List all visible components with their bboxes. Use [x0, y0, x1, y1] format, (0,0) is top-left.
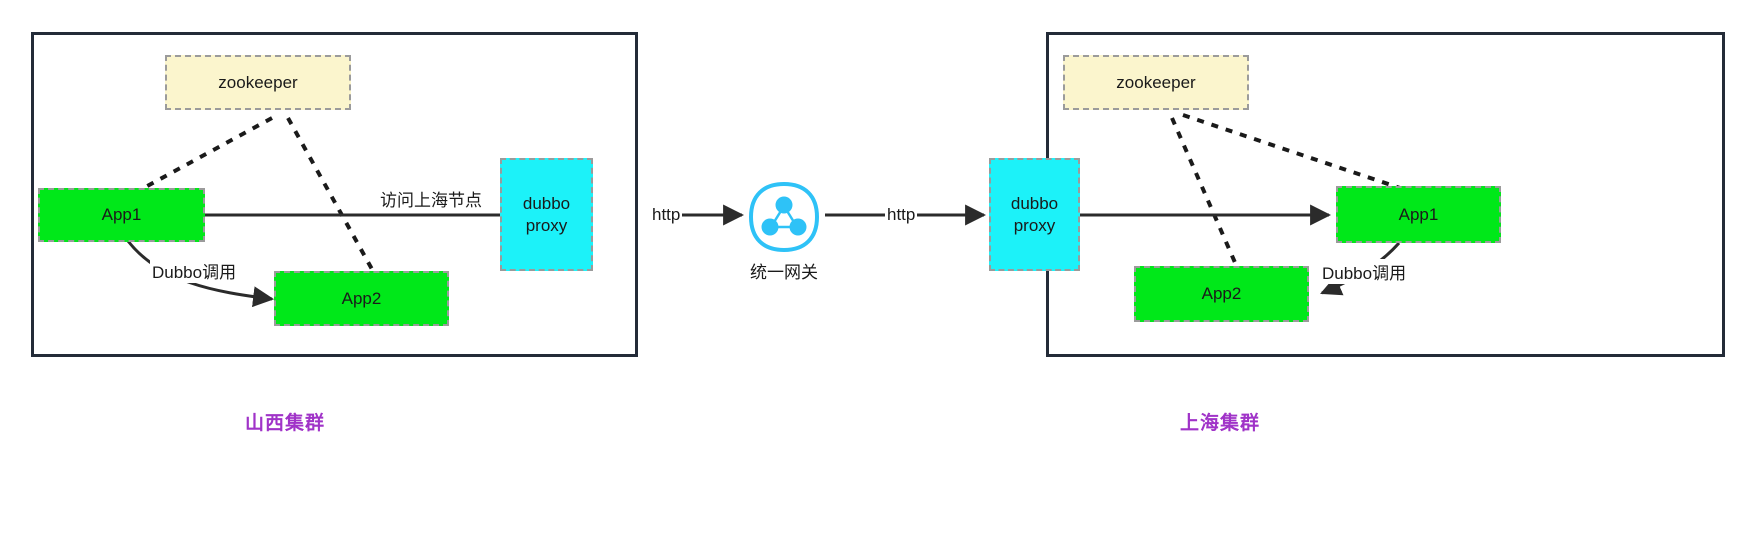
edge-label-dubbo-call-right: Dubbo调用: [1320, 259, 1409, 284]
node-zookeeper-shanxi[interactable]: zookeeper: [165, 55, 351, 110]
gateway-icon-wrapper[interactable]: [747, 180, 821, 254]
node-app2-shanxi[interactable]: App2: [274, 271, 449, 326]
share-nodes-icon: [748, 181, 820, 253]
edge-label-http-inbound: http: [650, 205, 683, 225]
cluster-caption-shanxi: 山西集群: [244, 413, 325, 434]
edge-label-http-outbound: http: [885, 205, 918, 225]
cluster-frame-shanxi: [31, 32, 638, 357]
node-app1-shanghai[interactable]: App1: [1336, 186, 1501, 243]
edge-label-dubbo-call-left: Dubbo调用: [150, 258, 239, 283]
node-dubbo-proxy-shanghai[interactable]: dubbo proxy: [989, 158, 1080, 271]
gateway-caption: 统一网关: [750, 263, 818, 282]
cluster-caption-shanghai: 上海集群: [1179, 413, 1260, 434]
node-dubbo-proxy-shanxi[interactable]: dubbo proxy: [500, 158, 593, 271]
node-app2-shanghai[interactable]: App2: [1134, 266, 1309, 322]
node-app1-shanxi[interactable]: App1: [38, 188, 205, 242]
node-zookeeper-shanghai[interactable]: zookeeper: [1063, 55, 1249, 110]
edge-label-access-shanghai-node: 访问上海节点: [378, 186, 484, 211]
